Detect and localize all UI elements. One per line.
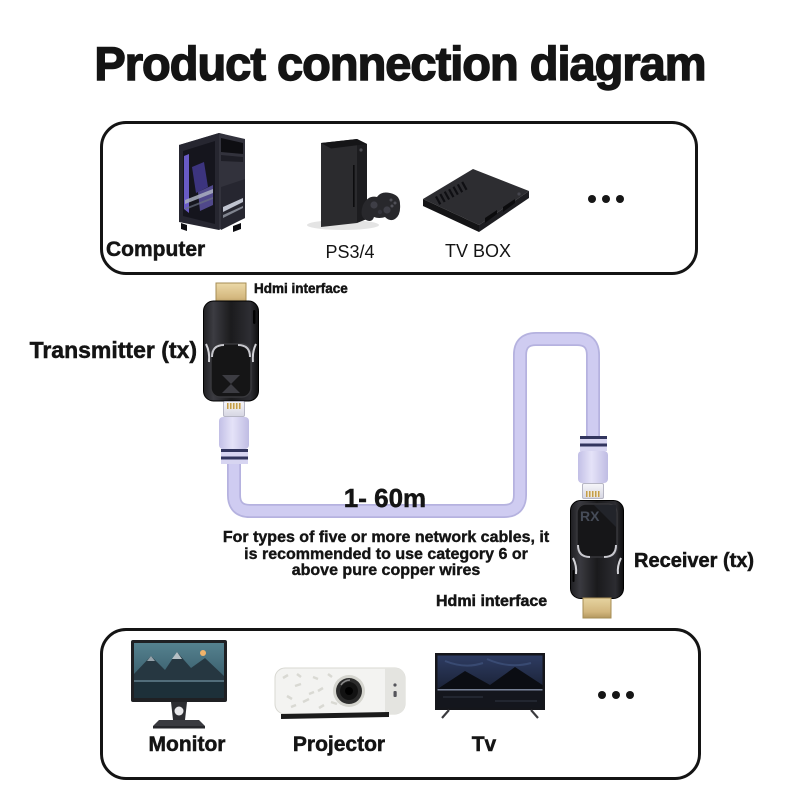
rj45-crystal-tip: [223, 401, 245, 417]
projector-label: Projector: [292, 733, 386, 757]
ethernet-connector-transmitter: [219, 401, 249, 464]
rj45-boot: [578, 451, 608, 483]
cable-note-line-1: For types of five or more network cables…: [222, 529, 550, 546]
cable-note: For types of five or more network cables…: [205, 529, 567, 580]
source-devices-box: Computer PS3/4: [100, 121, 698, 275]
hdmi-interface-label-bottom: Hdmi interface: [436, 593, 548, 611]
rj45-boot: [219, 417, 249, 449]
cable-distance-label: 1- 60m: [343, 483, 427, 514]
receiver-mark: RX: [580, 508, 600, 524]
rj45-crystal-tip: [582, 483, 604, 499]
hdmi-interface-label-top: Hdmi interface: [254, 281, 348, 297]
computer-tower-icon: [179, 133, 245, 232]
rj45-stripes: [220, 449, 248, 464]
cable-note-line-2: is recommended to use category 6 or: [244, 545, 528, 563]
tv-box-label: TV BOX: [444, 241, 511, 261]
tv-icon: [435, 653, 545, 719]
transmitter-device-icon: [203, 282, 259, 402]
receiver-device-icon: RX: [570, 500, 624, 619]
more-devices-ellipsis-icon: [598, 691, 634, 699]
ethernet-connector-receiver: [578, 436, 608, 499]
cable-note-line-3: above pure copper wires: [291, 562, 481, 579]
ps34-label: PS3/4: [325, 242, 375, 262]
rj45-stripes: [579, 436, 607, 451]
monitor-label: Monitor: [148, 733, 226, 757]
monitor-icon: [131, 640, 227, 729]
tv-label: Tv: [471, 733, 497, 757]
page-title: Product connection diagram: [94, 36, 708, 90]
computer-label: Computer: [106, 238, 206, 262]
receiver-label: Receiver (tx): [634, 550, 755, 573]
transmitter-label: Transmitter (tx): [29, 337, 197, 364]
tv-box-icon: [423, 169, 529, 232]
more-devices-ellipsis-icon: [588, 195, 624, 203]
game-console-icon: [307, 139, 401, 230]
display-devices-box: Monitor Projector: [100, 628, 701, 780]
projector-icon: [274, 667, 406, 719]
